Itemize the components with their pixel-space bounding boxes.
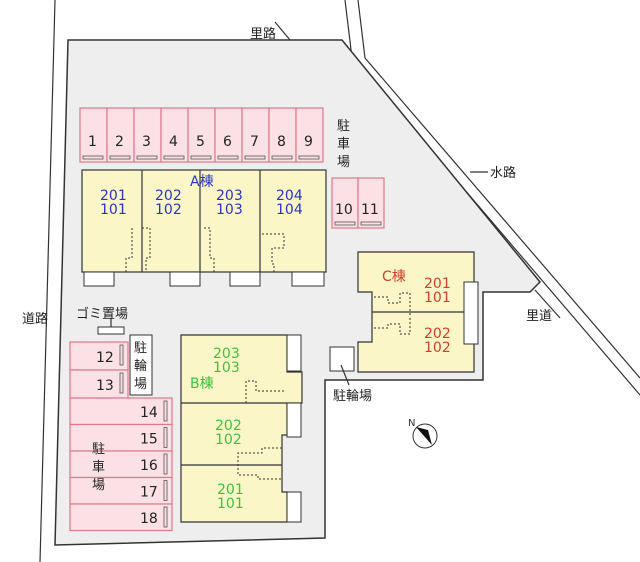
parking-space: 9	[295, 107, 324, 163]
unit-201: 201	[100, 188, 127, 204]
side-road-leader	[534, 289, 561, 319]
parking-space: 3	[133, 107, 162, 163]
unit-203: 203	[213, 346, 240, 362]
unit-201: 201	[217, 482, 244, 498]
unit-103: 103	[213, 360, 240, 376]
parking-space: 13	[69, 369, 129, 399]
parking-label: 場	[337, 155, 350, 170]
parking-number: 12	[96, 350, 114, 366]
parking-row-top: 1 2 3 4 5 6 7 8 9 10 11	[79, 107, 385, 229]
unit-104: 104	[276, 202, 303, 218]
unit-202: 202	[215, 418, 242, 434]
bike-label: 駐	[134, 341, 147, 356]
parking-space: 4	[160, 107, 189, 163]
parking-label: 車	[337, 137, 350, 152]
unit-102: 102	[215, 432, 242, 448]
building-a-label: A棟	[190, 174, 214, 190]
parking-space: 15	[69, 423, 173, 452]
road-line-left	[39, 0, 56, 562]
parking-number: 4	[169, 134, 178, 150]
unit-201: 201	[424, 276, 451, 292]
building-c-label: C棟	[382, 269, 406, 285]
parking-label: 車	[92, 460, 105, 475]
parking-space: 11	[357, 177, 385, 229]
parking-space: 8	[268, 107, 297, 163]
unit-101: 101	[217, 496, 244, 512]
parking-number: 16	[140, 458, 158, 474]
parking-number: 9	[304, 134, 313, 150]
top-road-line	[274, 21, 291, 41]
parking-number: 18	[140, 511, 158, 527]
parking-space: 17	[69, 476, 173, 505]
parking-number: 3	[142, 134, 151, 150]
parking-number: 5	[196, 134, 205, 150]
parking-number: 1	[88, 134, 97, 150]
parking-number: 13	[96, 378, 114, 394]
parking-space: 5	[187, 107, 216, 163]
parking-number: 17	[140, 485, 158, 501]
waterway-line-2	[357, 0, 640, 379]
bike-label: 場	[134, 377, 147, 392]
top-road-label: 里路	[250, 26, 276, 42]
garbage-area	[97, 326, 125, 335]
main-road-label: 道路	[22, 311, 48, 327]
unit-202: 202	[155, 188, 182, 204]
parking-space: 18	[69, 503, 173, 532]
waterway-label: 水路	[490, 165, 516, 181]
parking-number: 14	[140, 405, 158, 421]
unit-101: 101	[424, 290, 451, 306]
parking-space: 14	[69, 397, 173, 426]
unit-102: 102	[424, 340, 451, 356]
bike-parking-label: 駐輪場	[333, 388, 372, 404]
parking-space: 16	[69, 450, 173, 479]
parking-number: 8	[277, 134, 286, 150]
building-c[interactable]: C棟 201 101 202 102	[357, 251, 479, 373]
svg-text:N: N	[408, 418, 415, 429]
parking-number: 15	[140, 432, 158, 448]
building-a[interactable]: A棟 201 101 202 102 203 103 204 104	[81, 169, 327, 287]
north-compass-icon: N	[408, 418, 438, 449]
parking-number: 10	[335, 202, 353, 218]
parking-row-left: 12 13 14 15 16 17 18	[69, 341, 173, 532]
unit-102: 102	[155, 202, 182, 218]
parking-space: 7	[241, 107, 270, 163]
parking-space: 10	[331, 177, 359, 229]
bike-label: 輪	[134, 358, 147, 374]
side-road-label: 里道	[526, 309, 552, 324]
garbage-label: ゴミ置場	[76, 306, 128, 322]
unit-101: 101	[100, 202, 127, 218]
parking-number: 7	[250, 134, 259, 150]
parking-number: 2	[115, 134, 124, 150]
parking-space: 6	[214, 107, 243, 163]
unit-202: 202	[424, 326, 451, 342]
parking-label: 駐	[92, 442, 105, 457]
parking-space: 12	[69, 341, 129, 371]
parking-label: 場	[92, 478, 105, 493]
bike-parking-west	[129, 334, 153, 396]
building-b-label: B棟	[190, 376, 214, 392]
building-b[interactable]: B棟 203 103 202 102 201 101	[180, 334, 303, 523]
lot-boundary	[54, 39, 542, 546]
parking-number: 6	[223, 134, 232, 150]
parking-space: 2	[106, 107, 135, 163]
parking-number: 11	[361, 202, 379, 218]
unit-204: 204	[276, 188, 303, 204]
parking-label: 駐	[337, 119, 350, 134]
parking-space: 1	[79, 107, 108, 163]
unit-103: 103	[216, 202, 243, 218]
unit-203: 203	[216, 188, 243, 204]
